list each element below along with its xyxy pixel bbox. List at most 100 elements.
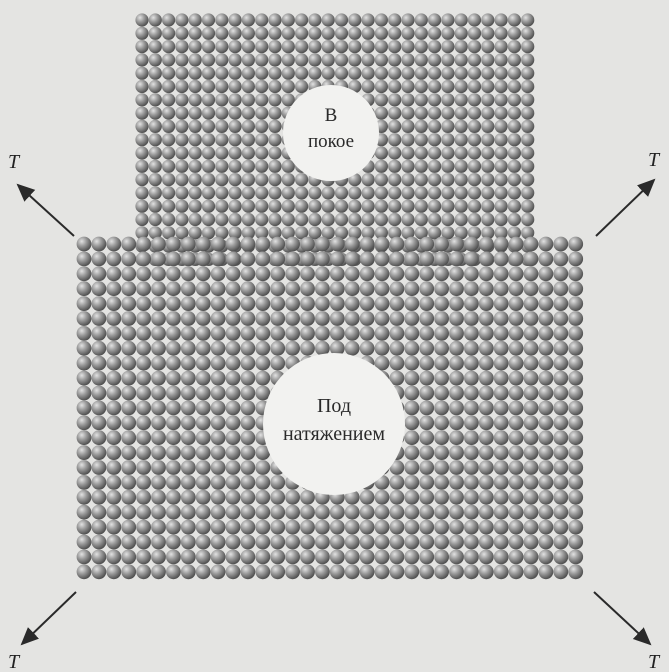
atom-sphere-at-rest — [441, 133, 455, 147]
atom-sphere-under-tension — [106, 236, 122, 252]
atom-sphere-under-tension — [523, 296, 539, 311]
atom-sphere-at-rest — [507, 79, 521, 94]
atom-sphere-at-rest — [201, 186, 216, 200]
atom-sphere-under-tension — [106, 564, 122, 580]
atom-sphere-at-rest — [228, 199, 242, 213]
atom-sphere-under-tension — [508, 340, 524, 356]
atom-sphere-at-rest — [467, 186, 482, 200]
atom-sphere-at-rest — [454, 53, 468, 67]
atom-sphere-under-tension — [91, 296, 107, 311]
atom-sphere-under-tension — [374, 340, 390, 356]
atom-sphere-under-tension — [464, 534, 479, 550]
atom-sphere-under-tension — [508, 415, 524, 431]
atom-sphere-under-tension — [389, 311, 405, 326]
atom-sphere-under-tension — [538, 534, 554, 550]
atom-sphere-at-rest — [374, 93, 388, 107]
atom-sphere-at-rest — [135, 186, 149, 200]
atom-sphere-under-tension — [553, 534, 569, 550]
atom-sphere-at-rest — [295, 53, 309, 67]
atom-sphere-at-rest — [215, 186, 229, 200]
atom-sphere-under-tension — [434, 460, 449, 475]
atom-sphere-under-tension — [553, 489, 569, 505]
atom-sphere-under-tension — [434, 534, 449, 550]
atom-sphere-under-tension — [344, 519, 360, 535]
atom-sphere-at-rest — [255, 66, 269, 80]
atom-sphere-at-rest — [268, 173, 282, 187]
atom-sphere-under-tension — [538, 266, 554, 282]
atom-sphere-at-rest — [348, 199, 362, 213]
atom-sphere-at-rest — [414, 106, 428, 120]
atom-sphere-at-rest — [361, 53, 375, 67]
atom-sphere-under-tension — [329, 534, 345, 550]
atom-sphere-under-tension — [464, 296, 479, 311]
atom-sphere-at-rest — [268, 66, 282, 80]
atom-sphere-under-tension — [195, 534, 211, 550]
atom-sphere-under-tension — [419, 489, 435, 505]
atom-sphere-at-rest — [188, 93, 202, 107]
atom-sphere-under-tension — [523, 281, 539, 297]
atom-sphere-under-tension — [464, 385, 479, 401]
atom-sphere-at-rest — [175, 53, 189, 67]
atom-sphere-at-rest — [348, 186, 362, 200]
atom-sphere-at-rest — [241, 146, 255, 160]
atom-sphere-under-tension — [225, 430, 241, 446]
atom-sphere-at-rest — [361, 212, 375, 227]
atom-sphere-at-rest — [188, 13, 202, 27]
atom-sphere-at-rest — [401, 26, 415, 40]
atom-sphere-at-rest — [414, 226, 428, 240]
atom-sphere-under-tension — [180, 475, 196, 490]
atom-sphere-at-rest — [467, 133, 482, 147]
atom-sphere-at-rest — [454, 26, 468, 40]
atom-sphere-under-tension — [285, 489, 300, 505]
atom-sphere-under-tension — [464, 564, 479, 580]
atom-sphere-at-rest — [148, 79, 162, 94]
atom-sphere-under-tension — [538, 519, 554, 535]
atom-sphere-under-tension — [464, 504, 479, 520]
atom-sphere-under-tension — [568, 370, 584, 386]
atom-sphere-at-rest — [428, 79, 442, 94]
atom-sphere-at-rest — [467, 199, 482, 213]
atom-sphere-at-rest — [268, 53, 282, 67]
atom-sphere-under-tension — [136, 251, 152, 267]
atom-sphere-at-rest — [201, 146, 216, 160]
atom-sphere-under-tension — [508, 475, 524, 490]
atom-sphere-under-tension — [523, 549, 539, 565]
atom-sphere-at-rest — [268, 226, 282, 240]
atom-sphere-under-tension — [538, 549, 554, 565]
atom-sphere-at-rest — [334, 40, 349, 54]
atom-sphere-under-tension — [419, 326, 435, 341]
atom-sphere-at-rest — [441, 159, 455, 173]
atom-sphere-at-rest — [281, 173, 295, 187]
atom-sphere-under-tension — [91, 445, 107, 460]
atom-sphere-at-rest — [148, 26, 162, 40]
atom-sphere-under-tension — [538, 340, 554, 356]
atom-sphere-at-rest — [388, 53, 402, 67]
atom-sphere-under-tension — [523, 430, 539, 446]
atom-sphere-at-rest — [507, 212, 521, 227]
atom-sphere-under-tension — [255, 311, 271, 326]
atom-sphere-at-rest — [255, 226, 269, 240]
atom-sphere-under-tension — [553, 326, 569, 341]
atom-sphere-under-tension — [419, 460, 435, 475]
atom-sphere-under-tension — [210, 445, 226, 460]
atom-sphere-under-tension — [523, 460, 539, 475]
atom-sphere-at-rest — [255, 79, 269, 94]
atom-sphere-under-tension — [493, 534, 509, 550]
atom-sphere-under-tension — [344, 340, 360, 356]
atom-sphere-under-tension — [523, 504, 539, 520]
atom-sphere-at-rest — [388, 93, 402, 107]
atom-sphere-under-tension — [523, 385, 539, 401]
atom-sphere-at-rest — [162, 106, 176, 120]
atom-sphere-under-tension — [478, 445, 494, 460]
atom-sphere-under-tension — [166, 549, 181, 565]
atom-sphere-at-rest — [521, 13, 535, 27]
atom-sphere-under-tension — [225, 266, 241, 282]
atom-sphere-at-rest — [374, 159, 388, 173]
atom-sphere-under-tension — [404, 236, 420, 252]
atom-sphere-under-tension — [136, 266, 152, 282]
atom-sphere-under-tension — [538, 385, 554, 401]
atom-sphere-under-tension — [195, 296, 211, 311]
atom-sphere-under-tension — [285, 534, 300, 550]
atom-sphere-under-tension — [389, 489, 405, 505]
